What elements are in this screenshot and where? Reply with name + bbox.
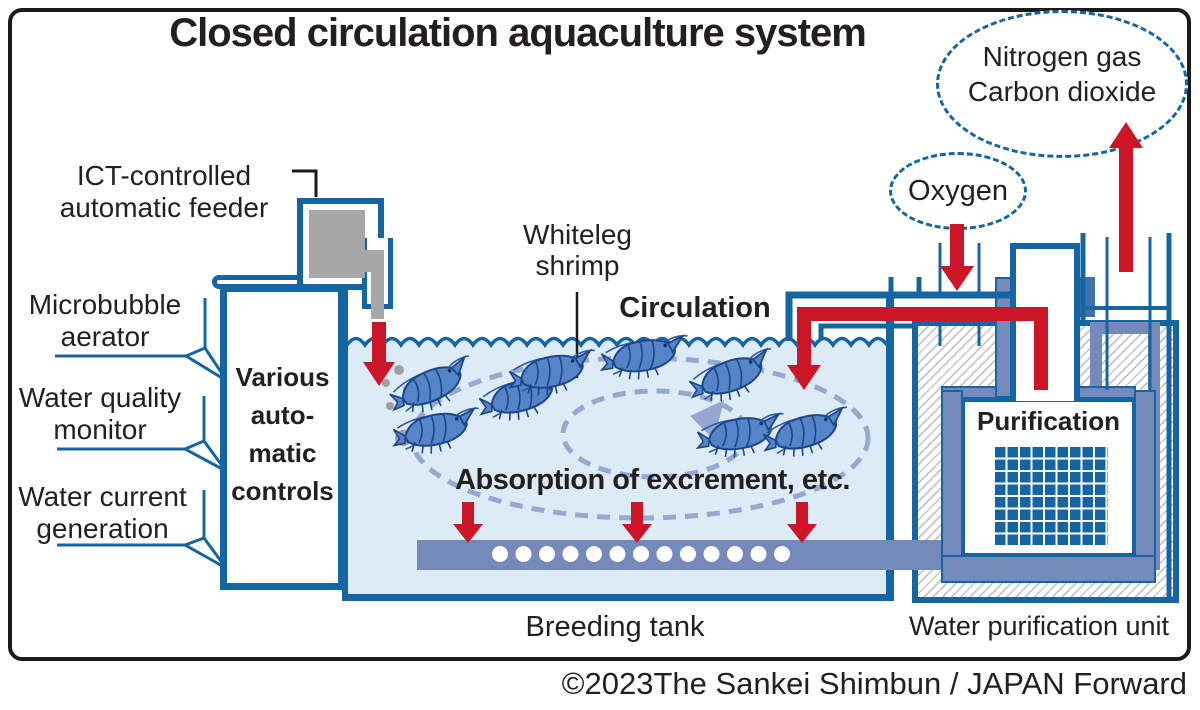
water-current-generation-label: Water current generation xyxy=(18,481,187,544)
water-purification-unit-caption: Water purification unit xyxy=(908,611,1170,641)
tank-wall-bottom xyxy=(342,594,894,601)
outer-frame xyxy=(8,8,1191,661)
feeder-hopper xyxy=(309,210,365,278)
oxygen-label: Oxygen xyxy=(908,175,1008,207)
whiteleg-shrimp-label: Whiteleg shrimp xyxy=(523,219,632,281)
copyright-text: ©2023The Sankei Shimbun / JAPAN Forward xyxy=(561,666,1187,701)
tank-wall-left xyxy=(342,287,348,601)
purifier-vessel-bottom xyxy=(941,555,1156,583)
circulation-label: Circulation xyxy=(619,292,771,324)
absorption-label: Absorption of excrement, etc. xyxy=(455,464,850,496)
purifier-inlet-block xyxy=(1080,277,1095,317)
perforated-drain-pipe xyxy=(417,540,948,570)
exhaust-gas-ellipse: Nitrogen gas Carbon dioxide xyxy=(936,10,1188,158)
automatic-controls-label: Various auto- matic controls xyxy=(231,362,334,506)
carbon-dioxide-label: Carbon dioxide xyxy=(967,76,1157,107)
breeding-tank-caption: Breeding tank xyxy=(525,611,705,643)
nitrogen-gas-label: Nitrogen gas xyxy=(982,41,1142,72)
filter-grid xyxy=(995,445,1108,545)
purification-label: Purification xyxy=(976,406,1120,436)
purifier-chimney-duct xyxy=(1010,243,1080,401)
feeder-spout xyxy=(371,250,384,319)
page-title: Closed circulation aquaculture system xyxy=(169,11,867,55)
tank-wall-right xyxy=(886,296,894,601)
microbubble-aerator-label: Microbubble aerator xyxy=(28,289,182,352)
feeder-label: ICT-controlled automatic feeder xyxy=(59,160,269,223)
oxygen-ellipse: Oxygen xyxy=(889,152,1027,230)
water-quality-monitor-label: Water quality monitor xyxy=(18,382,182,445)
